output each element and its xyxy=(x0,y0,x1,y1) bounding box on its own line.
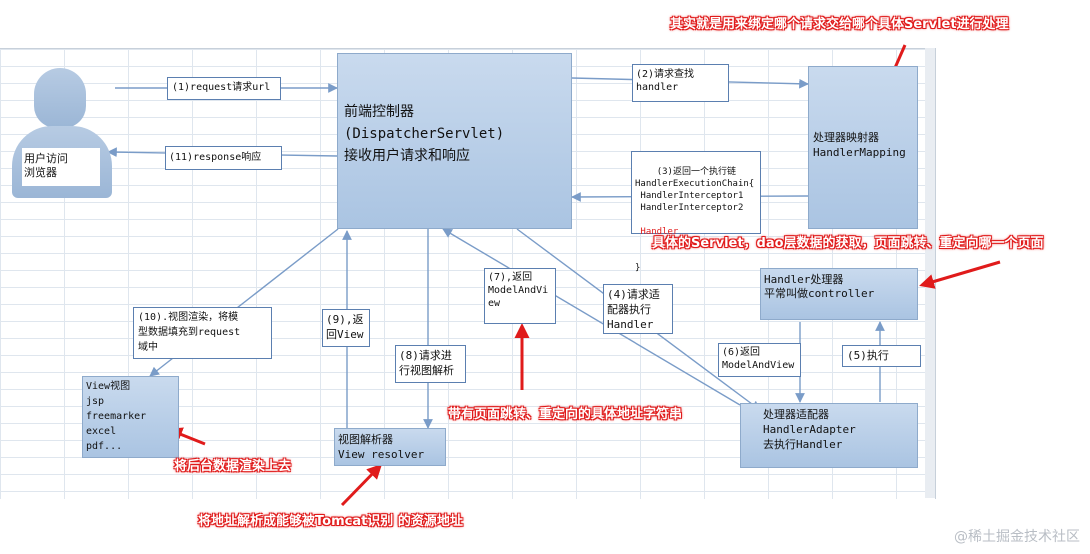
view-box: View视图 jsp freemarker excel pdf... xyxy=(82,376,179,458)
step3-label: (3)返回一个执行链 HandlerExecutionChain{ Handle… xyxy=(631,151,761,273)
step9-label: (9),返 回View xyxy=(322,309,370,347)
step2-label: (2)请求查找 handler xyxy=(632,64,729,102)
handler-controller-box: Handler处理器 平常叫做controller xyxy=(760,268,918,320)
view-label: View视图 jsp freemarker excel pdf... xyxy=(86,381,147,452)
note-arrow-resolver xyxy=(340,463,383,507)
step8-label: (8)请求进 行视图解析 xyxy=(395,345,466,383)
user-browser-label: 用户访问 浏览器 xyxy=(24,152,68,179)
step6-label: (6)返回 ModelAndView xyxy=(718,343,801,377)
step5-label: (5)执行 xyxy=(842,345,921,367)
dispatcher-servlet-box: 前端控制器 (DispatcherServlet) 接收用户请求和响应 xyxy=(337,53,572,229)
note-view: 将后台数据渲染上去 xyxy=(174,459,292,474)
grid-edge xyxy=(925,48,935,498)
handler-mapping-label: 处理器映射器 HandlerMapping xyxy=(813,131,906,159)
handler-adapter-label: 处理器适配器 HandlerAdapter 去执行Handler xyxy=(763,408,856,451)
handler-mapping-box: 处理器映射器 HandlerMapping xyxy=(808,66,918,229)
note-arrow-controller xyxy=(919,260,1001,289)
step7-label: (7),返回 ModelAndVi ew xyxy=(484,268,556,324)
note-view-resolver: 将地址解析成能够被Tomcat识别 的资源地址 xyxy=(198,514,463,529)
watermark: @稀土掘金技术社区 xyxy=(954,529,1080,545)
step3-closing-brace: } xyxy=(635,263,641,273)
step4-label: (4)请求适 配器执行 Handler xyxy=(603,284,673,334)
step3-chain-text: (3)返回一个执行链 HandlerExecutionChain{ Handle… xyxy=(635,167,755,213)
user-icon xyxy=(12,68,112,198)
step10-label: (10).视图渲染，将模 型数据填充到request 域中 xyxy=(133,307,272,359)
handler-adapter-box: 处理器适配器 HandlerAdapter 去执行Handler xyxy=(740,403,918,468)
handler-controller-label: Handler处理器 平常叫做controller xyxy=(764,273,875,300)
view-resolver-label: 视图解析器 View resolver xyxy=(338,433,425,461)
view-resolver-box: 视图解析器 View resolver xyxy=(334,428,446,466)
note-controller: 具体的Servlet，dao层数据的获取，页面跳转、重定向哪一个页面 xyxy=(652,236,1044,251)
note-handler-mapping: 其实就是用来绑定哪个请求交给哪个具体Servlet进行处理 xyxy=(670,17,1009,32)
step1-label: (1)request请求url xyxy=(167,77,281,100)
step3-handler-text: Handler xyxy=(635,227,679,237)
dispatcher-servlet-label: 前端控制器 (DispatcherServlet) 接收用户请求和响应 xyxy=(344,104,505,164)
step11-label: (11)response响应 xyxy=(165,146,282,170)
note-modelandview: 带有页面跳转、重定向的具体地址字符串 xyxy=(448,407,683,422)
arrow-step7 xyxy=(442,228,741,406)
